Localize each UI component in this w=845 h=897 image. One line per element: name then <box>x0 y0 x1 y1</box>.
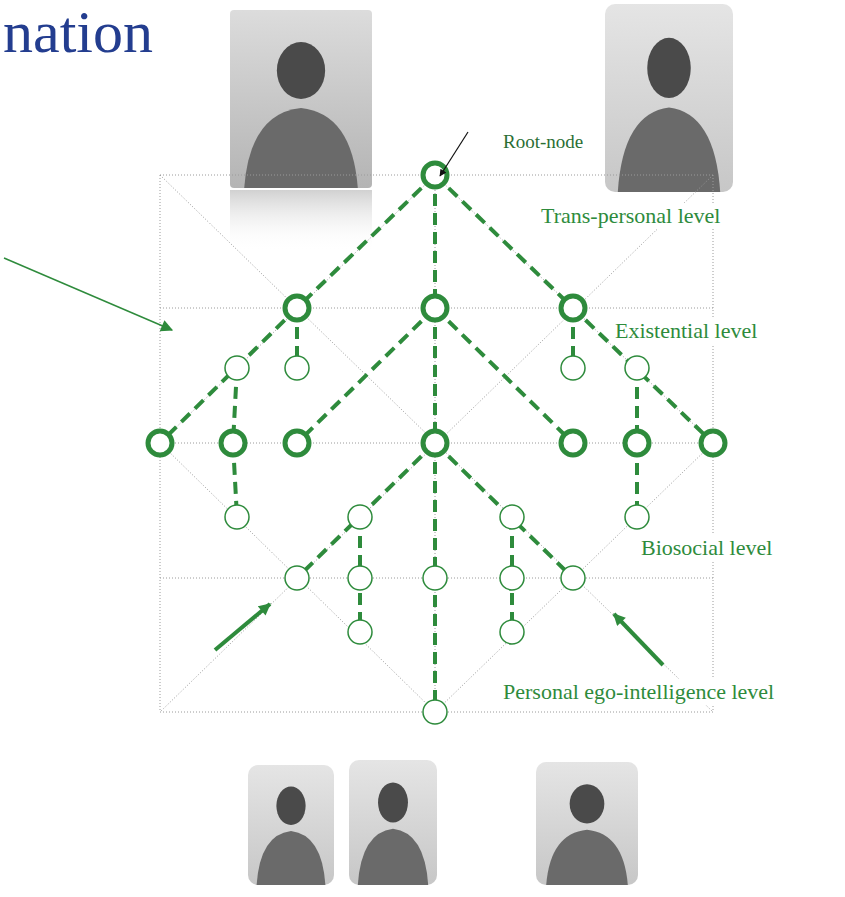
tree-node-circle <box>348 505 372 529</box>
photo-figure <box>257 831 326 885</box>
portrait-photo <box>605 4 733 192</box>
photo-figure <box>546 830 628 885</box>
photo-ground <box>536 762 638 885</box>
tree-node-circle <box>500 566 524 590</box>
tree-node-circle <box>225 505 249 529</box>
tree-node-circle <box>423 566 447 590</box>
portrait-photo <box>349 760 437 885</box>
branch-line <box>435 443 573 578</box>
branch-line <box>160 175 435 443</box>
pointer-arrow <box>614 614 663 665</box>
grid-line <box>160 175 713 712</box>
photo-reflection <box>230 190 372 252</box>
photo-ground <box>230 10 372 188</box>
level-label: Existential level <box>612 318 760 344</box>
photo-ground <box>605 4 733 192</box>
tree-node-circle <box>221 431 245 455</box>
photo-ground <box>248 765 334 885</box>
tree-node-circle <box>423 431 447 455</box>
pointer-arrow <box>215 604 270 650</box>
grid-line <box>435 443 713 712</box>
portrait-photo <box>248 765 334 885</box>
tree-node-circle <box>348 620 372 644</box>
grid-line <box>160 443 435 712</box>
branch-line <box>297 443 435 578</box>
portrait-photo <box>536 762 638 885</box>
tree-node-circle <box>285 431 309 455</box>
tree-node-circle <box>561 431 585 455</box>
tree-node-circle <box>423 163 447 187</box>
photo-head <box>277 42 325 99</box>
tree-node-circle <box>148 431 172 455</box>
tree-node-circle <box>625 356 649 380</box>
level-label: Biosocial level <box>638 535 775 561</box>
tree-node-circle <box>625 505 649 529</box>
photo-figure <box>244 108 358 188</box>
tree-node-circle <box>285 566 309 590</box>
tree-node-circle <box>348 566 372 590</box>
photo-head <box>378 783 408 823</box>
tree-node-circle <box>285 296 309 320</box>
tree-node-circle <box>225 356 249 380</box>
tree-node-circle <box>423 700 447 724</box>
level-label: Trans-personal level <box>538 203 723 229</box>
photo-head <box>570 784 605 823</box>
portrait-photo <box>230 10 372 188</box>
level-label: Personal ego-intelligence level <box>500 679 777 705</box>
branch-line <box>297 308 435 443</box>
grid-line <box>160 175 435 443</box>
photo-head <box>647 38 691 98</box>
tree-node-circle <box>561 356 585 380</box>
photo-ground <box>349 760 437 885</box>
tree-node-circle <box>500 505 524 529</box>
pointer-arrow <box>4 258 172 330</box>
tree-node-circle <box>561 566 585 590</box>
pointer-arrow <box>440 132 468 176</box>
photo-figure <box>358 829 428 885</box>
tree-node-circle <box>423 296 447 320</box>
photo-head <box>276 787 305 825</box>
branch-line <box>435 308 573 443</box>
slide-title: nation <box>3 2 153 62</box>
grid-line <box>160 175 713 712</box>
tree-node-circle <box>500 620 524 644</box>
tree-node-circle <box>701 431 725 455</box>
tree-node-circle <box>625 431 649 455</box>
tree-node-circle <box>285 356 309 380</box>
tree-node-circle <box>561 296 585 320</box>
pointer-label: Root-node <box>500 131 586 154</box>
photo-figure <box>618 107 720 192</box>
